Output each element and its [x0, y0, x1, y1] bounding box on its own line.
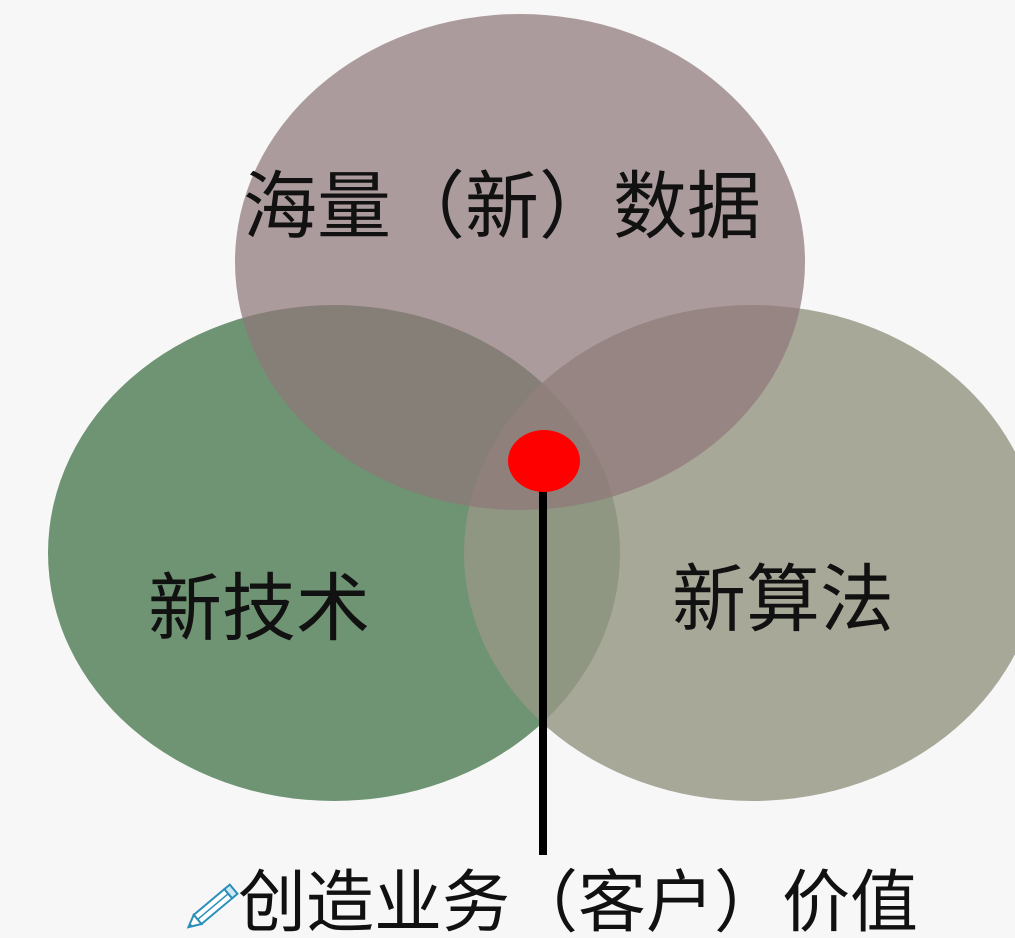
label-business-value: 创造业务（客户）价值	[238, 864, 919, 938]
outcome-caption: 创造业务（客户）价值	[186, 870, 918, 938]
label-new-algorithm: 新算法	[672, 557, 894, 643]
label-massive-data: 海量（新）数据	[243, 164, 761, 250]
center-dot	[508, 430, 580, 492]
circle-massive-data	[235, 14, 805, 510]
label-new-technology: 新技术	[148, 566, 370, 652]
pencil-icon	[186, 883, 239, 929]
